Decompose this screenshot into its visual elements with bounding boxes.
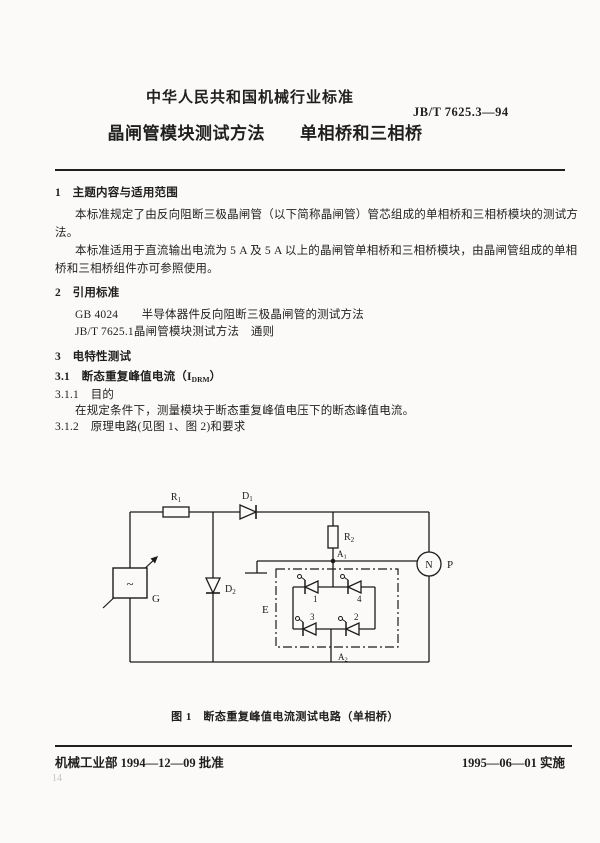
node-a1-label: A1 [337,549,347,561]
node-a1-dot [330,558,336,564]
approval-text: 机械工业部 1994—12—09 批准 [55,756,224,770]
gate-terminal-icon [338,616,343,621]
effective-date-text: 1995—06—01 实施 [461,756,565,770]
idrm-subscript: DRM [191,375,210,384]
gate-terminal-icon [297,574,302,579]
enclosure-e-label: E [262,604,269,616]
section-3-1-1-body: 在规定条件下，测量模块于断态重复峰值电压下的断态峰值电流。 [75,405,415,417]
gate-terminal-icon [295,616,300,621]
section-1-heading: 1 主题内容与适用范围 [55,187,178,199]
ac-wave-symbol: ~ [126,576,133,591]
section-1-paragraph-1-line-1: 本标准规定了由反向阻断三极晶闸管（以下简称晶闸管）管芯组成的单相桥和三相桥模块的… [75,209,579,221]
section-3-heading: 3 电特性测试 [55,351,132,363]
node-a2-label: A2 [338,652,348,664]
document-title: 晶闸管模块测试方法 单相桥和三相桥 [107,124,423,143]
source-g-label: G [152,593,160,605]
section-3-1-1-heading: 3.1.1 目的 [55,389,115,401]
ac-source-g: ~ [102,556,158,609]
gate-terminal-icon [340,574,345,579]
thyristor-2-label: 2 [354,612,359,622]
terminal-p-label: P [447,559,453,571]
resistor-r1-label: R1 [171,492,182,504]
thyristor-4 [340,574,362,595]
figure-1-caption: 图 1 断态重复峰值电流测试电路（单相桥） [171,711,399,723]
footer-rule [55,745,572,747]
thyristor-2 [338,616,360,637]
thyristor-1 [297,574,319,595]
thyristor-3 [295,616,317,637]
header-rule [55,169,565,171]
section-3-1-heading: 3.1 断态重复峰值电流（IDRM） [55,371,222,384]
resistor-r1 [162,506,190,518]
reference-jbt7625-1: JB/T 7625.1晶闸管模块测试方法 通则 [75,326,275,338]
section-1-paragraph-2-line-1: 本标准适用于直流输出电流为 5 A 及 5 A 以上的晶闸管单相桥和三相桥模块，… [75,245,578,257]
resistor-r2-label: R2 [344,532,355,544]
diode-d1 [239,504,258,520]
section-2-heading: 2 引用标准 [55,287,120,299]
module-enclosure-outline [275,568,399,648]
diode-d2-label: D2 [225,584,236,596]
diode-d1-label: D1 [242,491,253,503]
circuit-wires [129,511,430,663]
page-number: 14 [52,773,62,784]
resistor-r2 [327,525,339,549]
reference-gb4024: GB 4024 半导体器件反向阻断三极晶闸管的测试方法 [75,309,364,321]
thyristor-1-label: 1 [313,594,318,604]
standard-org-line: 中华人民共和国机械行业标准 [145,90,354,106]
section-1-paragraph-2-line-2: 桥和三相桥组件亦可参照使用。 [55,263,219,275]
diode-d2 [204,577,222,595]
meter-n [416,551,442,577]
section-1-paragraph-1-line-2: 法。 [55,227,79,239]
thyristor-4-label: 4 [357,594,362,604]
meter-n-label: N [425,560,432,571]
thyristor-3-label: 3 [310,612,315,622]
variability-arrowhead-icon [150,556,158,564]
standard-number: JB/T 7625.3—94 [413,105,509,119]
section-3-1-2-heading: 3.1.2 原理电路(见图 1、图 2)和要求 [55,421,246,433]
